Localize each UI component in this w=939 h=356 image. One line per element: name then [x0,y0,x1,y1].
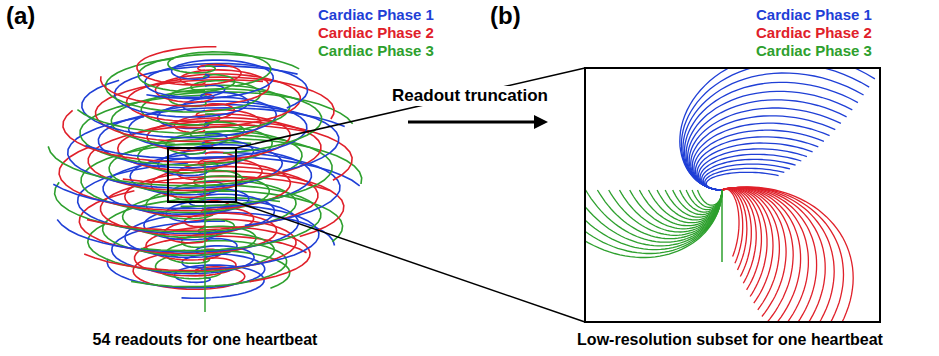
readout-trajectory [697,143,813,190]
readout-trajectory [722,187,853,321]
readout-trajectory [694,130,824,190]
arrow-head [534,115,548,129]
readout-trajectory [685,82,858,190]
readout-trajectory [722,189,756,284]
readout-trajectory [722,188,801,321]
readout-trajectory [204,162,206,312]
readout-trajectory [586,190,722,250]
readout-trajectory [101,70,269,106]
zoom-box [168,148,236,202]
readout-trajectory [722,188,761,290]
zoom-panel-frame [585,68,880,322]
readout-trajectory [680,69,875,190]
readout-trajectory [683,73,864,190]
legend-text: Cardiac Phase 3 [318,42,434,60]
readout-trajectory [700,154,801,190]
legend-text: Cardiac Phase 2 [318,24,434,42]
readout-trajectory [586,190,722,246]
readout-trajectory [681,69,869,190]
readout-trajectory [703,164,790,190]
readout-trajectory [688,100,847,190]
readout-trajectory [699,149,807,190]
readout-trajectory [722,188,808,321]
readout-trajectory [722,189,751,277]
readout-trajectory [722,187,834,321]
readout-trajectory [702,159,796,190]
readout-trajectory [691,116,836,190]
legend-text: Cardiac Phase 2 [756,24,872,42]
readout-trajectory [689,108,841,190]
panel-letter: (b) [490,2,521,31]
panel-caption: Low-resolution subset for one heartbeat [577,330,883,349]
readout-trajectory [695,137,818,190]
arrow-shaft [408,121,536,124]
legend-text: Cardiac Phase 1 [756,6,872,24]
readout-trajectory [722,189,747,270]
zoom-line [236,68,585,148]
legend-text: Cardiac Phase 1 [318,6,434,24]
legend-text: Cardiac Phase 3 [756,42,872,60]
readout-trajectory [77,85,289,133]
readout-trajectory [586,190,722,254]
readout-trajectory [53,149,311,209]
full-trajectory-ball [48,47,362,312]
readout-trajectory [168,52,271,86]
zoom-line [236,202,585,322]
readout-trajectory [722,189,739,257]
readout-trajectory [692,123,829,190]
readout-trajectory [722,189,743,263]
readout-trajectory [586,190,722,258]
panel-letter: (a) [6,2,35,31]
truncated-trajectory [586,69,875,321]
readout-trajectory [721,190,723,262]
readout-trajectory [686,91,852,190]
readout-trajectory [87,167,318,231]
readout-trajectory [722,187,844,321]
arrow-label: Readout truncation [389,86,551,106]
panel-caption: 54 readouts for one heartbeat [93,330,318,349]
